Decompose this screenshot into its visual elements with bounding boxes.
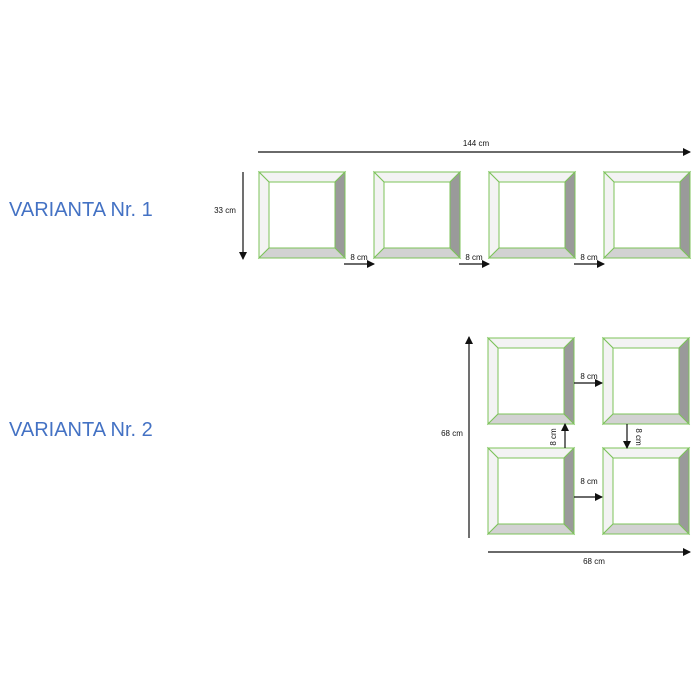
variant1-gap-label-1: 8 cm (350, 253, 368, 262)
variant1-width-label: 144 cm (463, 139, 490, 148)
variant2-height-label: 68 cm (441, 429, 463, 438)
variant1-panels (257, 170, 692, 260)
variant1-panel-1 (257, 170, 347, 260)
variant1-gap-label-3: 8 cm (580, 253, 598, 262)
variant1-panel-2 (372, 170, 462, 260)
variant2-gap-label-top: 8 cm (580, 372, 598, 381)
variant2-panel-bottom-right (601, 446, 691, 536)
variant1-gap-label-2: 8 cm (465, 253, 483, 262)
variant2-panel-top-left (486, 336, 576, 426)
variant2-gap-label-right: 8 cm (634, 428, 643, 446)
variant2-title: VARIANTA Nr. 2 (9, 419, 153, 441)
variant2-panels (486, 336, 691, 536)
variant1-panel-3 (487, 170, 577, 260)
variant1-panel-4 (602, 170, 692, 260)
variant1-height-label: 33 cm (214, 206, 236, 215)
variant2-gap-label-bottom: 8 cm (580, 477, 598, 486)
variant1-title: VARIANTA Nr. 1 (9, 199, 153, 221)
variant2-width-label: 68 cm (583, 557, 605, 566)
variant2-panel-top-right (601, 336, 691, 426)
variant2-panel-bottom-left (486, 446, 576, 536)
variant2-gap-label-left: 8 cm (549, 428, 558, 446)
